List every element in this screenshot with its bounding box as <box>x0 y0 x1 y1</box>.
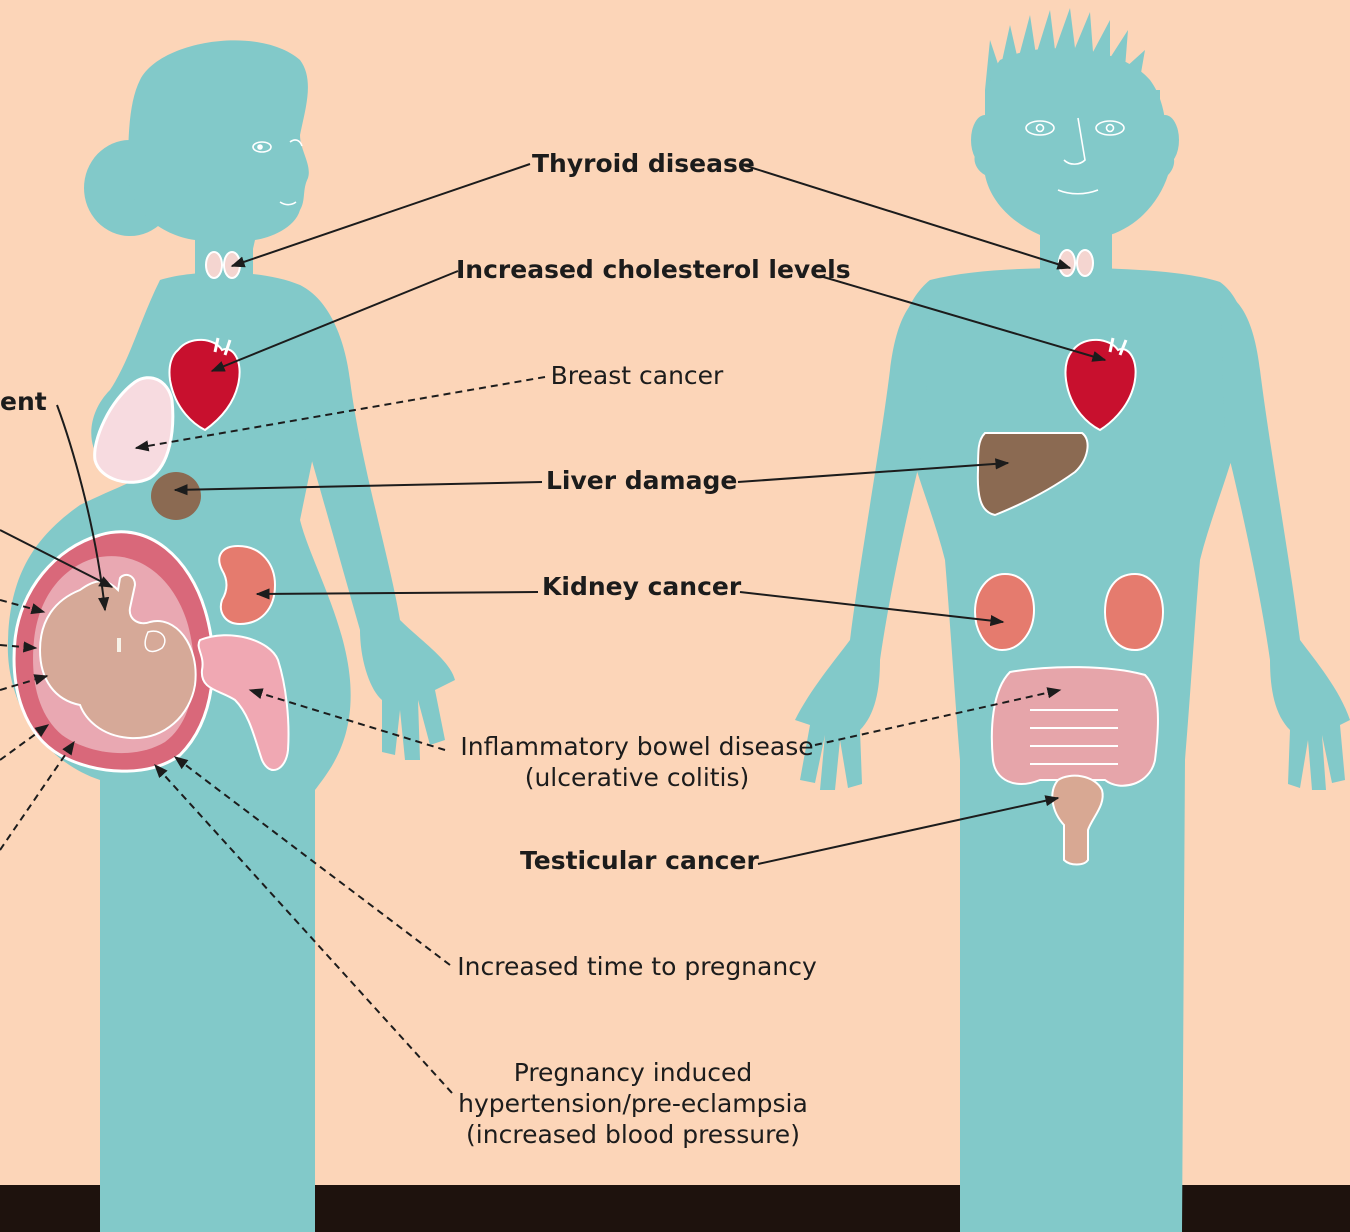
label-testicular-cancer: Testicular cancer <box>520 845 756 876</box>
male-kidney-right <box>1105 574 1163 650</box>
label-liver-damage: Liver damage <box>546 465 726 496</box>
male-figure <box>795 8 1350 1232</box>
label-bowel-line-2: (ulcerative colitis) <box>452 762 822 793</box>
label-pregnancy-hypertension: Pregnancy induced hypertension/pre-eclam… <box>452 1057 814 1150</box>
female-breast <box>95 378 173 483</box>
label-thyroid-disease: Thyroid disease <box>532 148 742 179</box>
female-liver <box>151 472 201 520</box>
label-hypertension-line-3: (increased blood pressure) <box>452 1119 814 1150</box>
label-hypertension-line-2: hypertension/pre-eclampsia <box>452 1088 814 1119</box>
label-increased-time-to-pregnancy: Increased time to pregnancy <box>452 951 822 982</box>
label-bowel-line-1: Inflammatory bowel disease <box>452 731 822 762</box>
label-cropped-left: ent <box>0 386 50 417</box>
fetus-cord <box>117 638 121 652</box>
fetus-limb <box>145 631 165 651</box>
label-inflammatory-bowel-disease: Inflammatory bowel disease (ulcerative c… <box>452 731 822 793</box>
label-breast-cancer: Breast cancer <box>548 360 726 391</box>
label-kidney-cancer: Kidney cancer <box>542 571 732 602</box>
label-increased-cholesterol: Increased cholesterol levels <box>456 254 820 285</box>
label-hypertension-line-1: Pregnancy induced <box>452 1057 814 1088</box>
male-bowel <box>992 667 1158 786</box>
male-kidney-left <box>975 574 1034 650</box>
